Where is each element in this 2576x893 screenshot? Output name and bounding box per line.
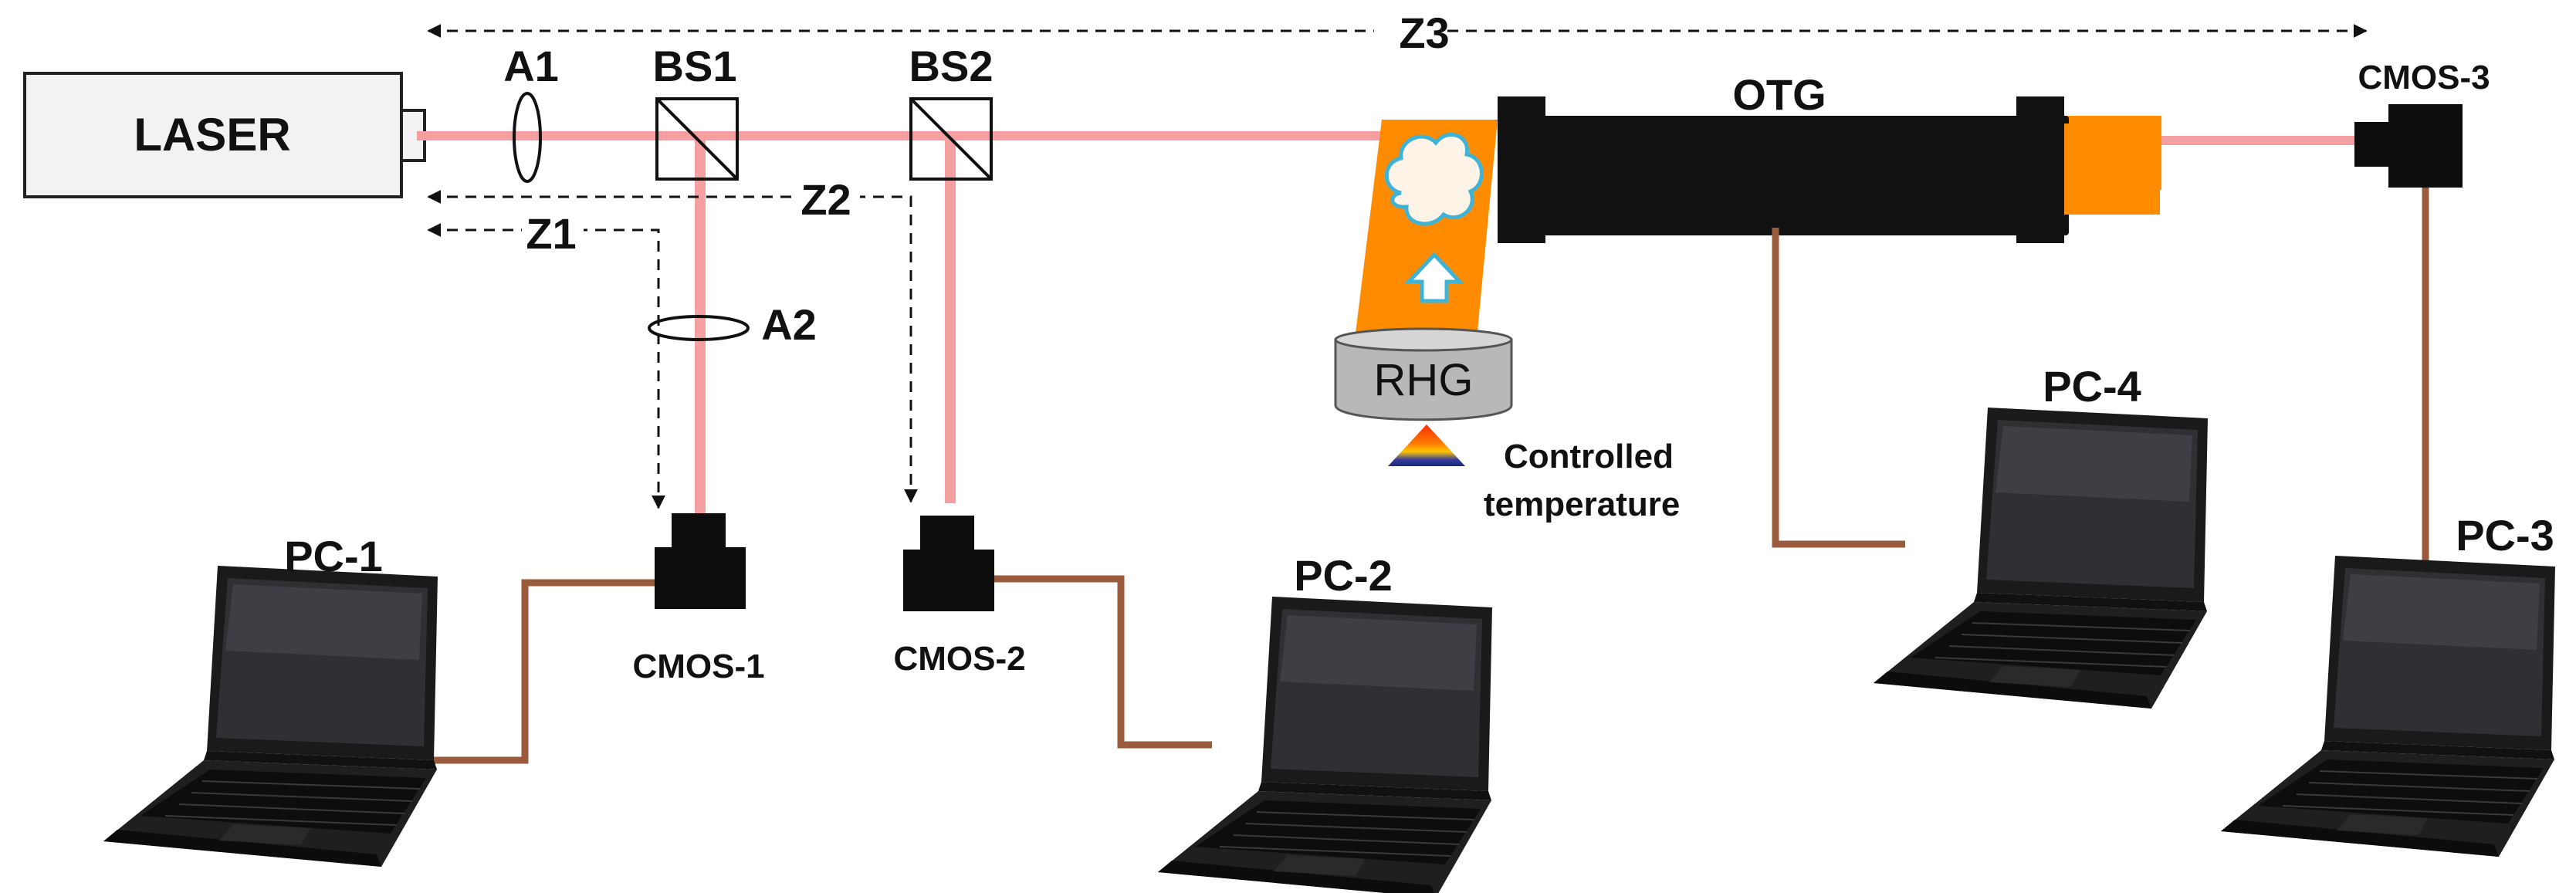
laser-beam-output xyxy=(2154,136,2361,145)
laser-label: LASER xyxy=(134,109,290,161)
cmos-3-label: CMOS-3 xyxy=(2358,59,2490,96)
cable-cmos1-pc1 xyxy=(428,579,655,764)
bs1-label: BS1 xyxy=(653,42,737,90)
z2-arrow xyxy=(427,190,918,503)
cmos-2-label: CMOS-2 xyxy=(893,640,1025,678)
rhg-heater: RHG xyxy=(1334,327,1513,421)
pc-1-label: PC-1 xyxy=(284,532,383,580)
cable-cmos2-pc2 xyxy=(994,575,1212,749)
otg-label: OTG xyxy=(1732,70,1826,119)
cable-otg-pc4 xyxy=(1772,228,1905,548)
cmos-1-label: CMOS-1 xyxy=(632,648,764,685)
heat-plume-icon xyxy=(1384,132,1484,303)
beam-splitter-bs1 xyxy=(655,97,739,181)
bs2-label: BS2 xyxy=(909,42,994,90)
laser-beam-main xyxy=(417,131,1390,140)
lens-a1-label: A1 xyxy=(503,42,559,90)
temp-label-line2: temperature xyxy=(1484,485,1680,523)
z1-label: Z1 xyxy=(526,209,576,258)
pc-2-label: PC-2 xyxy=(1294,551,1393,600)
cmos-1-camera xyxy=(655,513,746,609)
pc-3-label: PC-3 xyxy=(2456,511,2554,560)
laser-source: LASER xyxy=(23,72,426,198)
pc-4-label: PC-4 xyxy=(2043,362,2141,411)
rhg-label: RHG xyxy=(1374,355,1474,405)
pc-4-laptop xyxy=(1873,407,2209,709)
temperature-icon xyxy=(1388,425,1465,466)
z3-label: Z3 xyxy=(1399,8,1449,57)
temp-label-line1: Controlled xyxy=(1504,438,1674,475)
pc-3-laptop xyxy=(2220,555,2556,857)
beam-splitter-bs2 xyxy=(909,97,993,181)
laser-beam-bs2 xyxy=(945,140,956,503)
lens-a2-label: A2 xyxy=(761,300,817,349)
cmos-2-camera xyxy=(903,516,994,611)
otg-tube xyxy=(1498,96,2161,243)
z2-label: Z2 xyxy=(801,175,851,224)
z1-arrow xyxy=(427,223,665,509)
cmos-3-camera xyxy=(2354,104,2463,188)
pc-1-laptop xyxy=(103,565,438,868)
lens-a1 xyxy=(513,92,542,183)
